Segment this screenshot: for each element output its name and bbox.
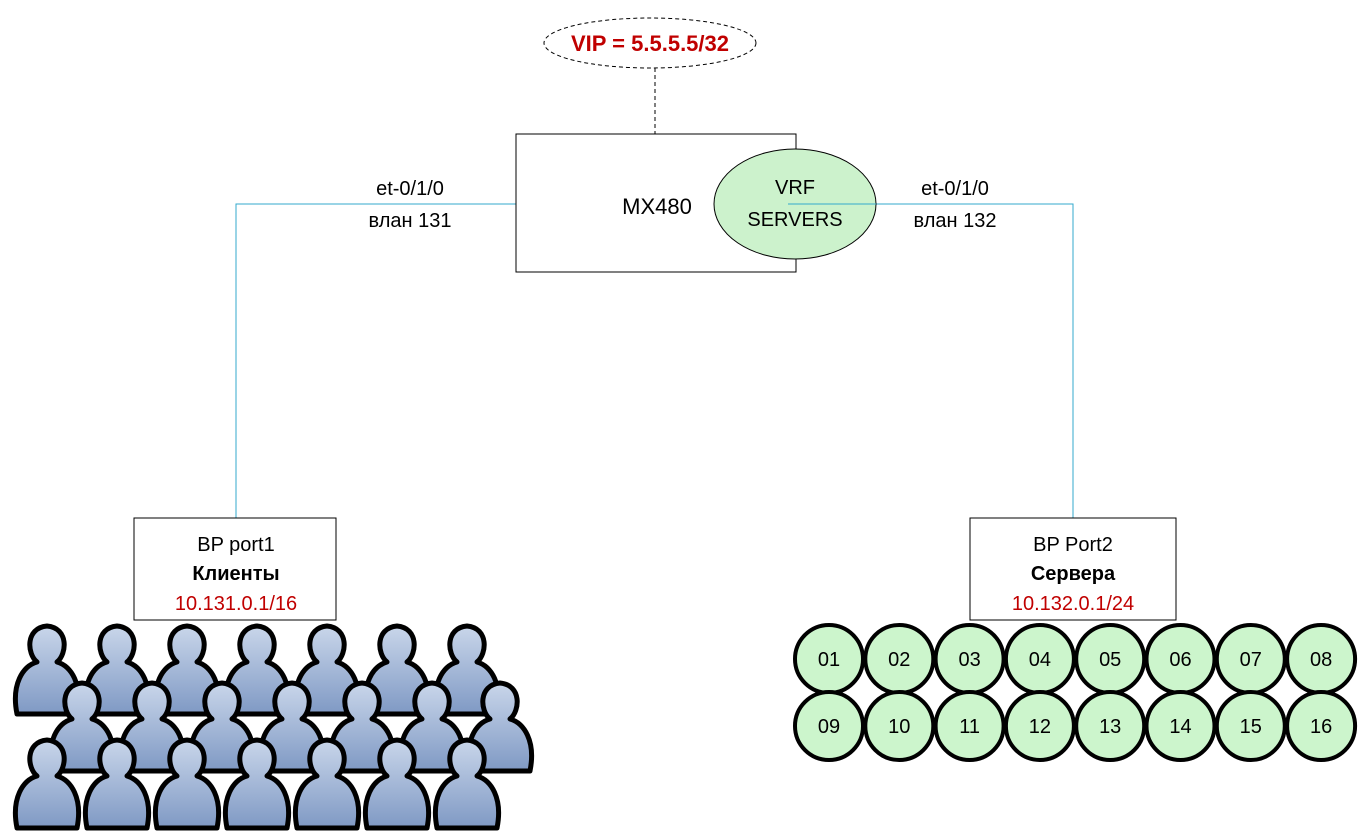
server-label: 14 bbox=[1169, 716, 1191, 738]
server-node: 01 bbox=[793, 623, 865, 695]
server-label: 03 bbox=[958, 649, 980, 671]
server-label: 10 bbox=[888, 716, 910, 738]
server-circle bbox=[933, 690, 1006, 762]
server-circle bbox=[1285, 690, 1358, 762]
server-node: 15 bbox=[1214, 690, 1287, 762]
server-label: 04 bbox=[1029, 649, 1051, 671]
server-node: 14 bbox=[1144, 690, 1217, 762]
right-link-line bbox=[788, 203, 1074, 518]
right-vlan-label: влан 132 bbox=[914, 210, 997, 232]
left-bp-title: Клиенты bbox=[192, 563, 279, 585]
server-label: 06 bbox=[1169, 649, 1191, 671]
server-node: 08 bbox=[1285, 623, 1358, 695]
server-node: 04 bbox=[1003, 623, 1076, 695]
server-label: 16 bbox=[1310, 716, 1332, 738]
right-bp-subnet: 10.132.0.1/24 bbox=[1012, 593, 1134, 615]
server-label: 13 bbox=[1099, 716, 1121, 738]
server-label: 08 bbox=[1310, 649, 1332, 671]
server-node: 03 bbox=[933, 623, 1006, 695]
server-node: 06 bbox=[1144, 623, 1217, 695]
server-label: 02 bbox=[888, 649, 910, 671]
server-circle bbox=[1074, 690, 1147, 762]
left-interface-label: et-0/1/0 bbox=[376, 178, 444, 200]
right-bp-title: Сервера bbox=[1031, 563, 1116, 585]
server-node: 09 bbox=[793, 690, 865, 762]
server-node: 11 bbox=[933, 690, 1006, 762]
server-node: 10 bbox=[863, 690, 936, 762]
clients-crowd bbox=[15, 626, 531, 828]
vip-node: VIP = 5.5.5.5/32 bbox=[543, 17, 757, 69]
router-name: MX480 bbox=[622, 194, 692, 219]
server-label: 11 bbox=[959, 716, 980, 738]
server-circle bbox=[1003, 690, 1076, 762]
server-label: 01 bbox=[818, 649, 840, 671]
server-node: 13 bbox=[1074, 690, 1147, 762]
vrf-label-line1: VRF bbox=[775, 177, 815, 199]
left-vlan-label: влан 131 bbox=[369, 210, 452, 232]
server-node: 16 bbox=[1285, 690, 1358, 762]
server-circle bbox=[1214, 690, 1287, 762]
right-bp-port: BP Port2 bbox=[1033, 534, 1113, 556]
left-bp-subnet: 10.131.0.1/16 bbox=[175, 593, 297, 615]
vrf-label-line2: SERVERS bbox=[747, 209, 842, 231]
right-interface-label: et-0/1/0 bbox=[921, 178, 989, 200]
server-node: 02 bbox=[863, 623, 936, 695]
server-circle bbox=[793, 690, 865, 762]
right-bp-box: BP Port2 Сервера 10.132.0.1/24 bbox=[969, 517, 1177, 621]
vip-label: VIP = 5.5.5.5/32 bbox=[571, 31, 729, 56]
servers-grid: 01 02 03 04 05 06 07 08 09 10 11 12 13 14 15 16 bbox=[793, 623, 1358, 762]
server-circle bbox=[863, 690, 936, 762]
server-label: 09 bbox=[818, 716, 840, 738]
server-label: 12 bbox=[1029, 716, 1051, 738]
server-node: 12 bbox=[1003, 690, 1076, 762]
left-bp-box: BP port1 Клиенты 10.131.0.1/16 bbox=[133, 517, 337, 621]
server-node: 05 bbox=[1074, 623, 1147, 695]
left-bp-port: BP port1 bbox=[197, 534, 274, 556]
server-circle bbox=[1144, 690, 1217, 762]
server-label: 07 bbox=[1240, 649, 1262, 671]
server-node: 07 bbox=[1214, 623, 1287, 695]
server-label: 15 bbox=[1240, 716, 1262, 738]
left-link-line bbox=[235, 203, 516, 518]
server-label: 05 bbox=[1099, 649, 1121, 671]
